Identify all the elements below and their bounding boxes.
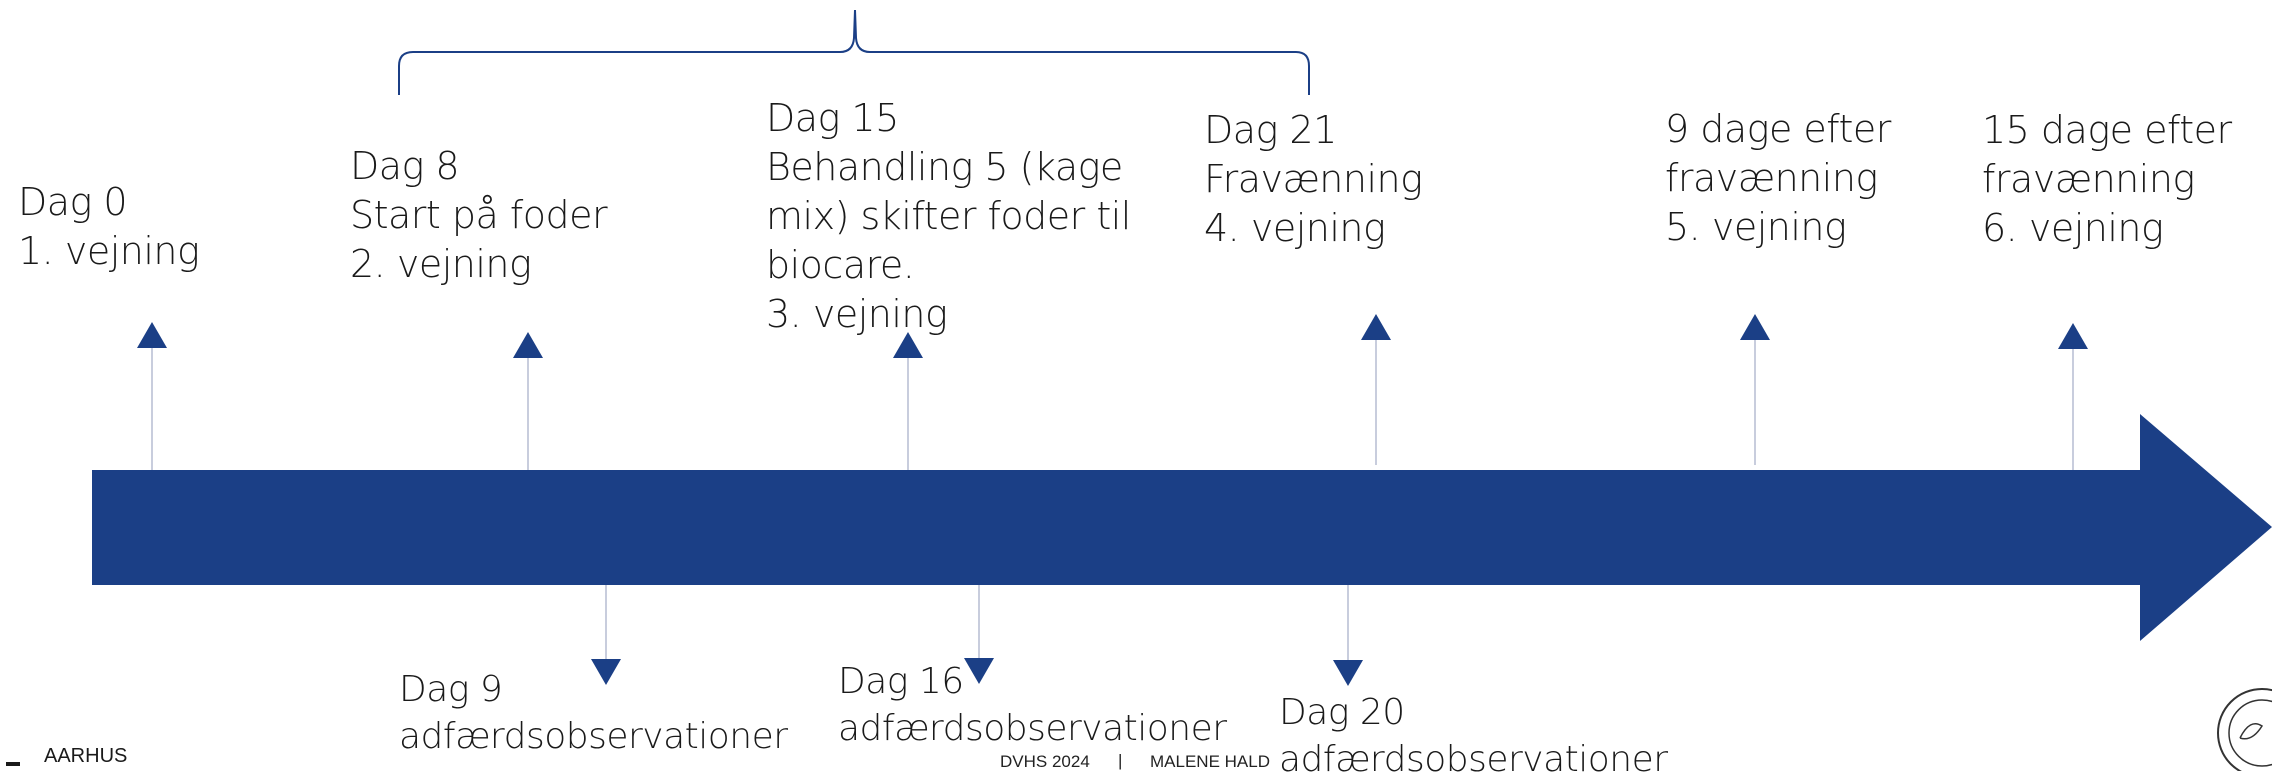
marker-dag0 [137,322,167,470]
marker-dag9 [591,585,621,685]
marker-dag15 [893,332,923,470]
event-title: Dag 20 [1279,692,1405,733]
event-detail: Start på foder [350,193,608,237]
event-detail: mix) skifter foder til [766,194,1131,238]
up-arrowhead [1361,314,1391,340]
event-title: Dag 9 [399,669,503,710]
event-label-dag0: Dag 0 1. vejning [18,178,200,276]
event-title: Dag 8 [350,144,460,188]
marker-post15 [2058,323,2088,470]
event-detail: 6. vejning [1982,206,2164,250]
event-label-post9: 9 dage efter fravænning 5. vejning [1665,105,1891,252]
timeline-arrow [92,414,2272,641]
event-detail: 1. vejning [18,229,200,273]
event-title: Dag 16 [838,661,964,702]
event-detail: adfærdsobservationer [399,716,788,757]
event-label-dag9: Dag 9 adfærdsobservationer [399,666,788,760]
marker-dag21 [1361,314,1391,465]
marker-post9 [1740,314,1770,465]
down-arrowhead [591,659,621,685]
up-arrowhead [2058,323,2088,349]
marker-dag8 [513,332,543,470]
event-label-post15: 15 dage efter fravænning 6. vejning [1982,106,2232,253]
marker-dag16 [964,585,994,684]
event-label-dag20: Dag 20 adfærdsobservationer [1279,689,1668,783]
university-seal-logo [2217,688,2272,771]
event-detail: fravænning [1982,157,2195,201]
conference-label: DVHS 2024 [1000,752,1090,771]
event-title: Dag 21 [1204,108,1337,152]
event-title: Dag 15 [766,96,899,140]
event-detail: adfærdsobservationer [1279,739,1668,780]
marker-dag20 [1333,585,1363,686]
aarhus-logo-text: AARHUS [44,745,128,767]
event-detail: adfærdsobservationer [838,708,1227,749]
down-arrowhead [964,658,994,684]
up-arrowhead [893,332,923,358]
up-arrowhead [513,332,543,358]
footer-separator: | [1118,751,1123,770]
event-label-dag8: Dag 8 Start på foder 2. vejning [350,142,608,289]
event-title: Dag 0 [18,180,128,224]
event-detail: 4. vejning [1204,206,1386,250]
down-arrowhead [1333,660,1363,686]
event-detail: Fravænning [1204,157,1423,201]
up-arrowhead [137,322,167,348]
aarhus-logo-mark [6,762,20,766]
event-label-dag21: Dag 21 Fravænning 4. vejning [1204,106,1423,253]
event-title: 15 dage efter [1982,108,2232,152]
event-detail: 2. vejning [350,242,532,286]
event-title: 9 dage efter [1665,107,1891,151]
event-detail: 5. vejning [1665,205,1847,249]
event-detail: Behandling 5 (kage [766,145,1123,189]
event-label-dag15: Dag 15 Behandling 5 (kage mix) skifter f… [766,94,1131,339]
event-detail: biocare. [766,243,915,287]
event-detail: 3. vejning [766,292,948,336]
up-arrowhead [1740,314,1770,340]
author-label: MALENE HALD [1150,752,1270,771]
event-label-dag16: Dag 16 adfærdsobservationer [838,658,1227,752]
event-detail: fravænning [1665,156,1878,200]
group-brace [398,9,1310,95]
